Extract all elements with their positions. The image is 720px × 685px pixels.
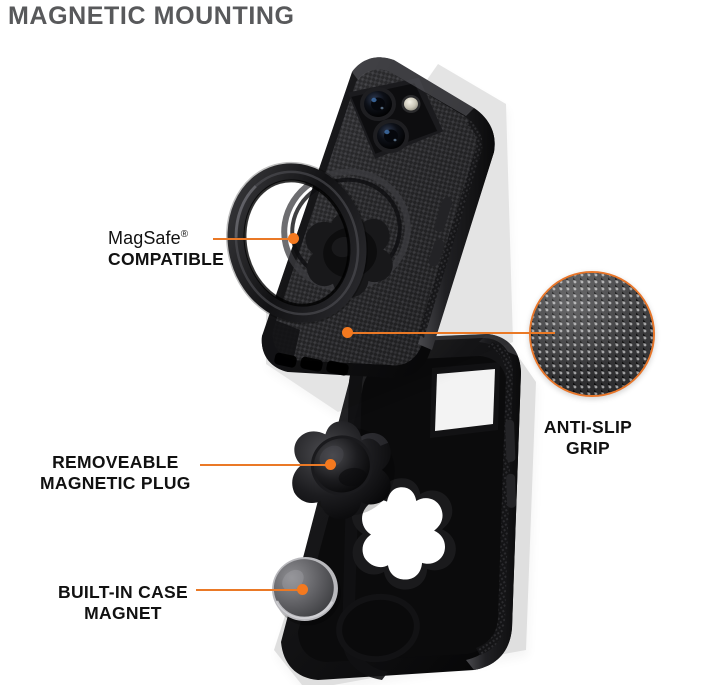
removable-magnetic-plug: [292, 421, 395, 520]
anti-slip-grip-magnifier: [529, 271, 655, 397]
callout-grip-line1: ANTI-SLIP: [543, 417, 633, 437]
leader-line-built-in-case-magnet: [196, 589, 303, 591]
leader-line-magsafe: [213, 238, 295, 240]
callout-magsafe-line2: COMPATIBLE: [108, 249, 225, 270]
upper-case-shell: [261, 57, 513, 412]
grip-texture-pattern: [531, 273, 653, 395]
camera-flash: [401, 95, 421, 113]
callout-builtin-line2: MAGNET: [84, 602, 162, 623]
page-title: MAGNETIC MOUNTING: [8, 2, 295, 30]
leader-dot-removable-magnetic-plug: [325, 459, 336, 470]
leader-line-removable-magnetic-plug: [200, 464, 331, 466]
callout-builtin-line1: BUILT-IN CASE: [58, 582, 188, 602]
callout-removable-line1: REMOVEABLE: [52, 452, 179, 472]
grip-highlight: [531, 273, 653, 395]
callout-magsafe-line1: MagSafe®: [108, 228, 224, 249]
twist-mount-cutout: [351, 478, 456, 590]
leader-dot-anti-slip-grip: [342, 327, 353, 338]
callout-built-in-case-magnet: BUILT-IN CASE MAGNET: [58, 582, 188, 623]
registered-trademark-icon: ®: [180, 229, 189, 240]
leader-dot-built-in-case-magnet: [297, 584, 308, 595]
callout-removable-magnetic-plug: REMOVEABLE MAGNETIC PLUG: [40, 452, 191, 493]
camera-module: [347, 77, 444, 159]
lower-case-shell: [274, 334, 536, 685]
callout-anti-slip-grip: ANTI-SLIP GRIP: [544, 417, 632, 458]
leader-line-anti-slip-grip: [347, 332, 555, 334]
callout-removable-line2: MAGNETIC PLUG: [40, 472, 191, 493]
callout-magsafe-text: MagSafe: [108, 228, 181, 248]
camera-lens-top: [360, 87, 396, 121]
callout-magsafe-compatible: MagSafe® COMPATIBLE: [108, 228, 224, 270]
callout-grip-line2: GRIP: [566, 437, 610, 458]
leader-dot-magsafe: [288, 233, 299, 244]
camera-lens-bottom: [373, 119, 409, 153]
